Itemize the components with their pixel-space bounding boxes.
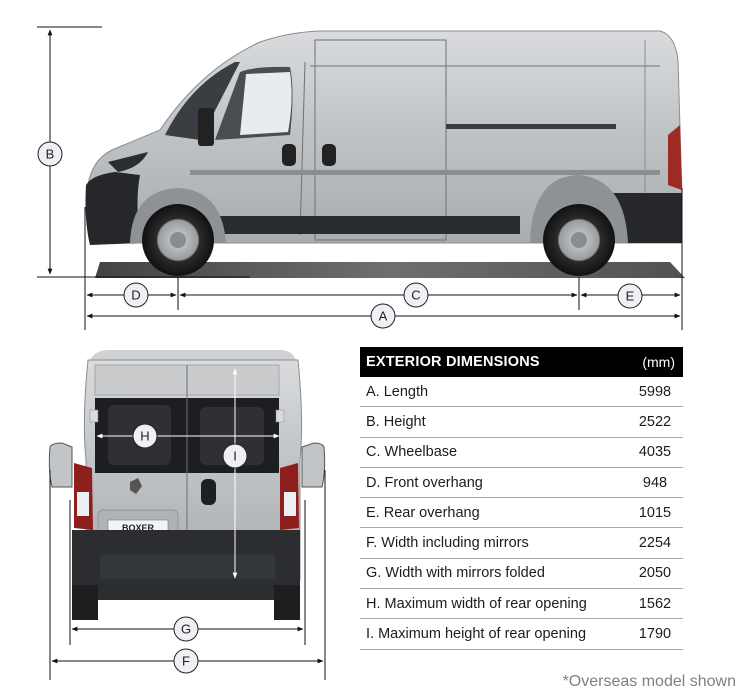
svg-text:G: G xyxy=(181,622,191,637)
svg-text:B: B xyxy=(46,147,55,162)
svg-text:F: F xyxy=(182,654,190,669)
row-label: E. Rear overhang xyxy=(366,504,480,521)
table-row-height: B. Height 2522 xyxy=(360,407,683,438)
row-label: G. Width with mirrors folded xyxy=(366,565,545,582)
row-value: 1015 xyxy=(638,504,672,521)
marker-h: H xyxy=(132,423,158,449)
table-row-rear-opening-height: I. Maximum height of rear opening 1790 xyxy=(360,619,683,650)
row-value: 4035 xyxy=(638,444,672,461)
svg-text:H: H xyxy=(140,429,149,444)
table-title: EXTERIOR DIMENSIONS xyxy=(366,354,540,370)
row-label: A. Length xyxy=(366,383,429,400)
marker-f: F xyxy=(173,648,199,674)
row-value: 2522 xyxy=(638,413,672,430)
table-row-width-mirrors: F. Width including mirrors 2254 xyxy=(360,528,683,559)
row-label: B. Height xyxy=(366,413,426,430)
row-value: 1562 xyxy=(638,595,672,612)
row-label: I. Maximum height of rear opening xyxy=(366,626,587,643)
row-label: F. Width including mirrors xyxy=(366,535,529,552)
row-label: D. Front overhang xyxy=(366,474,483,491)
table-row-front-overhang: D. Front overhang 948 xyxy=(360,468,683,499)
svg-text:A: A xyxy=(379,309,388,324)
row-value: 5998 xyxy=(638,383,672,400)
table-row-width-mirrors-folded: G. Width with mirrors folded 2050 xyxy=(360,559,683,590)
row-label: H. Maximum width of rear opening xyxy=(366,595,587,612)
marker-i: I xyxy=(222,443,248,469)
row-value: 2254 xyxy=(638,535,672,552)
marker-d: D xyxy=(123,282,149,308)
boxer-plate-text: BOXER xyxy=(122,523,155,533)
table-row-rear-opening-width: H. Maximum width of rear opening 1562 xyxy=(360,589,683,620)
table-row-wheelbase: C. Wheelbase 4035 xyxy=(360,438,683,468)
side-view-van-illustration xyxy=(85,30,685,278)
table-row-rear-overhang: E. Rear overhang 1015 xyxy=(360,498,683,529)
svg-text:I: I xyxy=(233,449,237,464)
exterior-dimensions-table: EXTERIOR DIMENSIONS (mm) A. Length 5998 … xyxy=(360,347,683,650)
row-value: 948 xyxy=(642,474,668,491)
footnote: *Overseas model shown xyxy=(562,673,736,690)
svg-text:E: E xyxy=(626,289,635,304)
marker-e: E xyxy=(617,283,643,309)
svg-text:C: C xyxy=(411,288,420,303)
table-row-length: A. Length 5998 xyxy=(360,377,683,408)
rear-view-van-illustration: BOXER xyxy=(48,350,326,620)
svg-text:D: D xyxy=(131,288,140,303)
row-label: C. Wheelbase xyxy=(366,444,458,461)
marker-g: G xyxy=(173,616,199,642)
row-value: 1790 xyxy=(638,626,672,643)
table-unit: (mm) xyxy=(642,354,675,370)
marker-a: A xyxy=(370,303,396,329)
row-value: 2050 xyxy=(638,565,672,582)
marker-c: C xyxy=(403,282,429,308)
marker-b: B xyxy=(37,141,63,167)
table-header: EXTERIOR DIMENSIONS (mm) xyxy=(360,347,683,377)
